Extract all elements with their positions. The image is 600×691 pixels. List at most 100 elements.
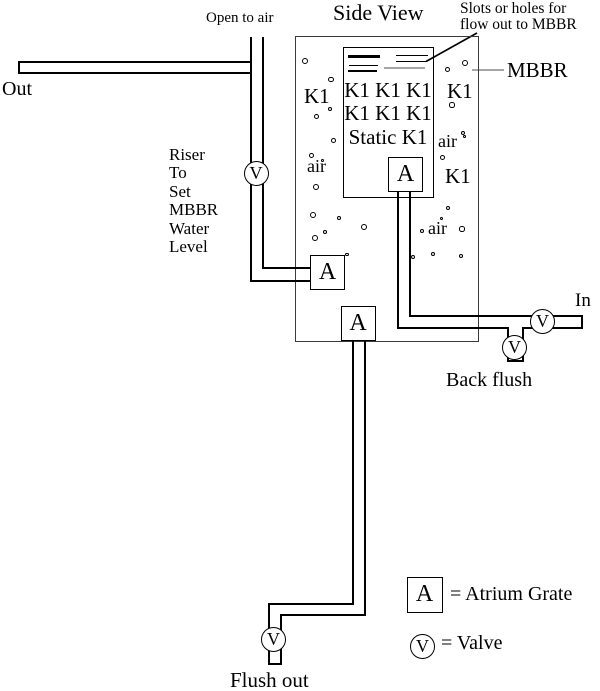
back-flush-label: Back flush: [446, 369, 533, 391]
slots-note-line1: Slots or holes for: [460, 0, 567, 17]
air-bubble: [462, 60, 468, 66]
air-bubble: [328, 76, 334, 83]
riser-note-line: Riser: [169, 145, 205, 164]
riser-note-line: To: [169, 163, 187, 183]
valve-letter: V: [416, 635, 429, 656]
page-title: Side View: [333, 0, 424, 25]
atrium-grate-letter: A: [349, 309, 367, 336]
pipe-segment: [18, 61, 252, 63]
pipe-segment: [268, 602, 354, 605]
slot-line: [396, 60, 427, 63]
air-bubble: [459, 226, 465, 232]
air-bubble: [345, 252, 349, 257]
mbbr-tank-outline: [295, 36, 479, 342]
pipe-segment: [351, 340, 354, 604]
flush-out-label: Flush out: [230, 668, 309, 691]
valve-back-flush: V: [502, 335, 527, 360]
inner-media-row: Static K1: [348, 125, 428, 149]
valve-letter: V: [536, 310, 549, 331]
atrium-grate-bottom: A: [340, 305, 376, 341]
air-bubble: [313, 113, 319, 119]
air-bubble: [444, 66, 450, 72]
air-bubble: [430, 251, 436, 257]
atrium-grate-letter: A: [318, 259, 337, 285]
air-bubble: [312, 235, 318, 241]
air-bubble: [337, 216, 341, 220]
air-bubble: [439, 154, 445, 160]
inner-media-box: [342, 46, 434, 198]
pipe-segment: [18, 71, 252, 74]
air-bubble: [420, 229, 424, 233]
pipe-segment: [397, 326, 507, 329]
air-bubble: [323, 230, 327, 234]
pipe-segment: [363, 340, 366, 616]
open-to-air-label: Open to air: [206, 10, 274, 26]
slots-note-line2: flow out to MBBR: [460, 15, 577, 33]
pipe-segment: [397, 191, 399, 328]
air-bubble: [310, 212, 316, 218]
air-bubble: [361, 224, 367, 230]
pipe-segment: [250, 280, 311, 282]
riser-note-line: Set: [169, 181, 191, 201]
legend-atrium-symbol: A: [406, 576, 443, 613]
atrium-grate-inner: A: [388, 156, 423, 192]
air-bubble: [301, 57, 309, 65]
air-bubble: [460, 130, 466, 136]
k1-right-top-label: K1: [447, 79, 473, 103]
riser-note-line: MBBR: [169, 200, 219, 220]
atrium-grate-riser: A: [310, 255, 345, 290]
legend-valve-text: = Valve: [441, 632, 503, 654]
inner-media-row: K1 K1 K1: [344, 101, 432, 125]
pipe-segment: [261, 37, 264, 269]
mbbr-pointer-line: [472, 69, 504, 71]
legend-atrium-text: = Atrium Grate: [450, 583, 573, 605]
in-label: In: [575, 290, 591, 311]
pipe-segment: [18, 61, 20, 74]
k1-left-label: K1: [304, 84, 330, 108]
valve-letter: V: [249, 162, 263, 183]
slot-line: [396, 54, 428, 57]
air-bubble: [449, 102, 455, 108]
inner-media-row: K1 K1 K1: [344, 78, 432, 102]
atrium-grate-letter: A: [415, 581, 434, 607]
air-right-label: air: [438, 131, 457, 151]
pipe-segment: [409, 191, 411, 317]
air-bubble: [445, 205, 451, 211]
pipe-segment: [279, 614, 366, 616]
valve-flush-out: V: [261, 627, 286, 652]
out-label: Out: [2, 78, 32, 100]
air-bubble: [439, 216, 443, 220]
k1-right-mid-label: K1: [445, 164, 471, 188]
legend-valve-symbol: V: [410, 633, 435, 659]
slots-note: Slots or holes for flow out to MBBR: [460, 1, 577, 32]
riser-note-line: Water: [169, 218, 210, 238]
pipe-segment: [250, 37, 252, 282]
air-bubble: [458, 253, 464, 259]
air-bubble: [327, 106, 333, 112]
mbbr-label: MBBR: [507, 58, 568, 82]
air-bubble: [463, 135, 466, 138]
air-bubble: [330, 137, 336, 143]
slot-line: [349, 64, 378, 67]
valve-in: V: [530, 308, 555, 334]
slot-line: [384, 67, 425, 69]
riser-note-line: Level: [169, 237, 208, 257]
valve-riser: V: [243, 160, 269, 186]
valve-letter: V: [508, 337, 521, 357]
pipe-segment: [506, 360, 524, 362]
air-bubble: [320, 159, 324, 162]
air-bubble: [313, 184, 319, 190]
pipe-segment: [268, 662, 282, 665]
riser-note: Riser To Set MBBR Water Level: [169, 145, 219, 257]
pipe-segment: [580, 314, 583, 329]
slot-line: [348, 55, 380, 58]
slot-line: [348, 70, 377, 72]
pipe-segment: [409, 314, 582, 317]
air-mid-label: air: [428, 218, 447, 238]
air-bubble: [410, 254, 416, 260]
air-left-label: air: [307, 156, 326, 176]
atrium-grate-letter: A: [396, 160, 415, 187]
pipe-segment: [261, 266, 311, 269]
valve-letter: V: [267, 629, 280, 649]
